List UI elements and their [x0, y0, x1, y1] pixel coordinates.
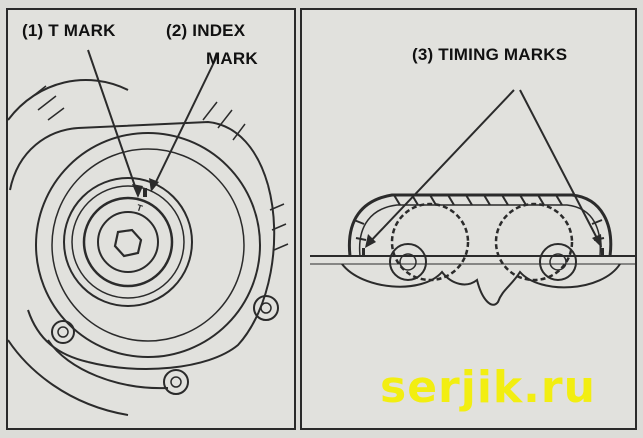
timing-mark-left — [362, 248, 365, 256]
cam-sprocket-right — [494, 202, 574, 282]
label-t-mark: (1) T MARK — [22, 21, 116, 40]
center-bolt — [113, 228, 143, 258]
cam-chain-drawing — [310, 89, 635, 306]
case-outline — [77, 120, 269, 186]
timing-mark-leader-right — [519, 89, 601, 245]
watermark: serjik.ru — [380, 362, 596, 413]
timing-mark-right — [601, 248, 604, 256]
label-index-mark-line2: MARK — [206, 49, 258, 68]
panel-flywheel-view: T (1) T MARK (2) INDEX MARK — [6, 8, 296, 430]
t-mark-stamp: T — [135, 202, 144, 213]
journal-left — [389, 243, 427, 281]
index-mark — [143, 188, 147, 197]
cover-outer-circle — [35, 132, 261, 358]
screw-boss — [163, 369, 189, 395]
cam-housing — [341, 263, 621, 306]
flywheel-drawing: T — [8, 49, 289, 416]
screw-boss — [253, 295, 279, 321]
label-index-mark-line1: (2) INDEX — [166, 21, 246, 40]
label-timing-marks: (3) TIMING MARKS — [412, 45, 568, 64]
t-mark-arrowhead — [132, 184, 143, 198]
t-mark-leader — [87, 49, 139, 196]
index-mark-leader — [152, 53, 219, 189]
index-mark-arrowhead — [149, 178, 159, 192]
timing-arrowhead-left — [365, 234, 376, 248]
timing-arrowhead-right — [592, 234, 602, 248]
cam-chain — [347, 193, 613, 257]
flywheel-rim — [63, 177, 193, 307]
journal-right — [539, 243, 577, 281]
screw-boss — [51, 320, 75, 344]
case-outline-top — [8, 79, 129, 121]
cam-sprocket-left — [390, 202, 470, 282]
panel-cam-chain-view: (3) TIMING MARKS — [300, 8, 637, 430]
timing-mark-leader-left — [367, 89, 515, 245]
